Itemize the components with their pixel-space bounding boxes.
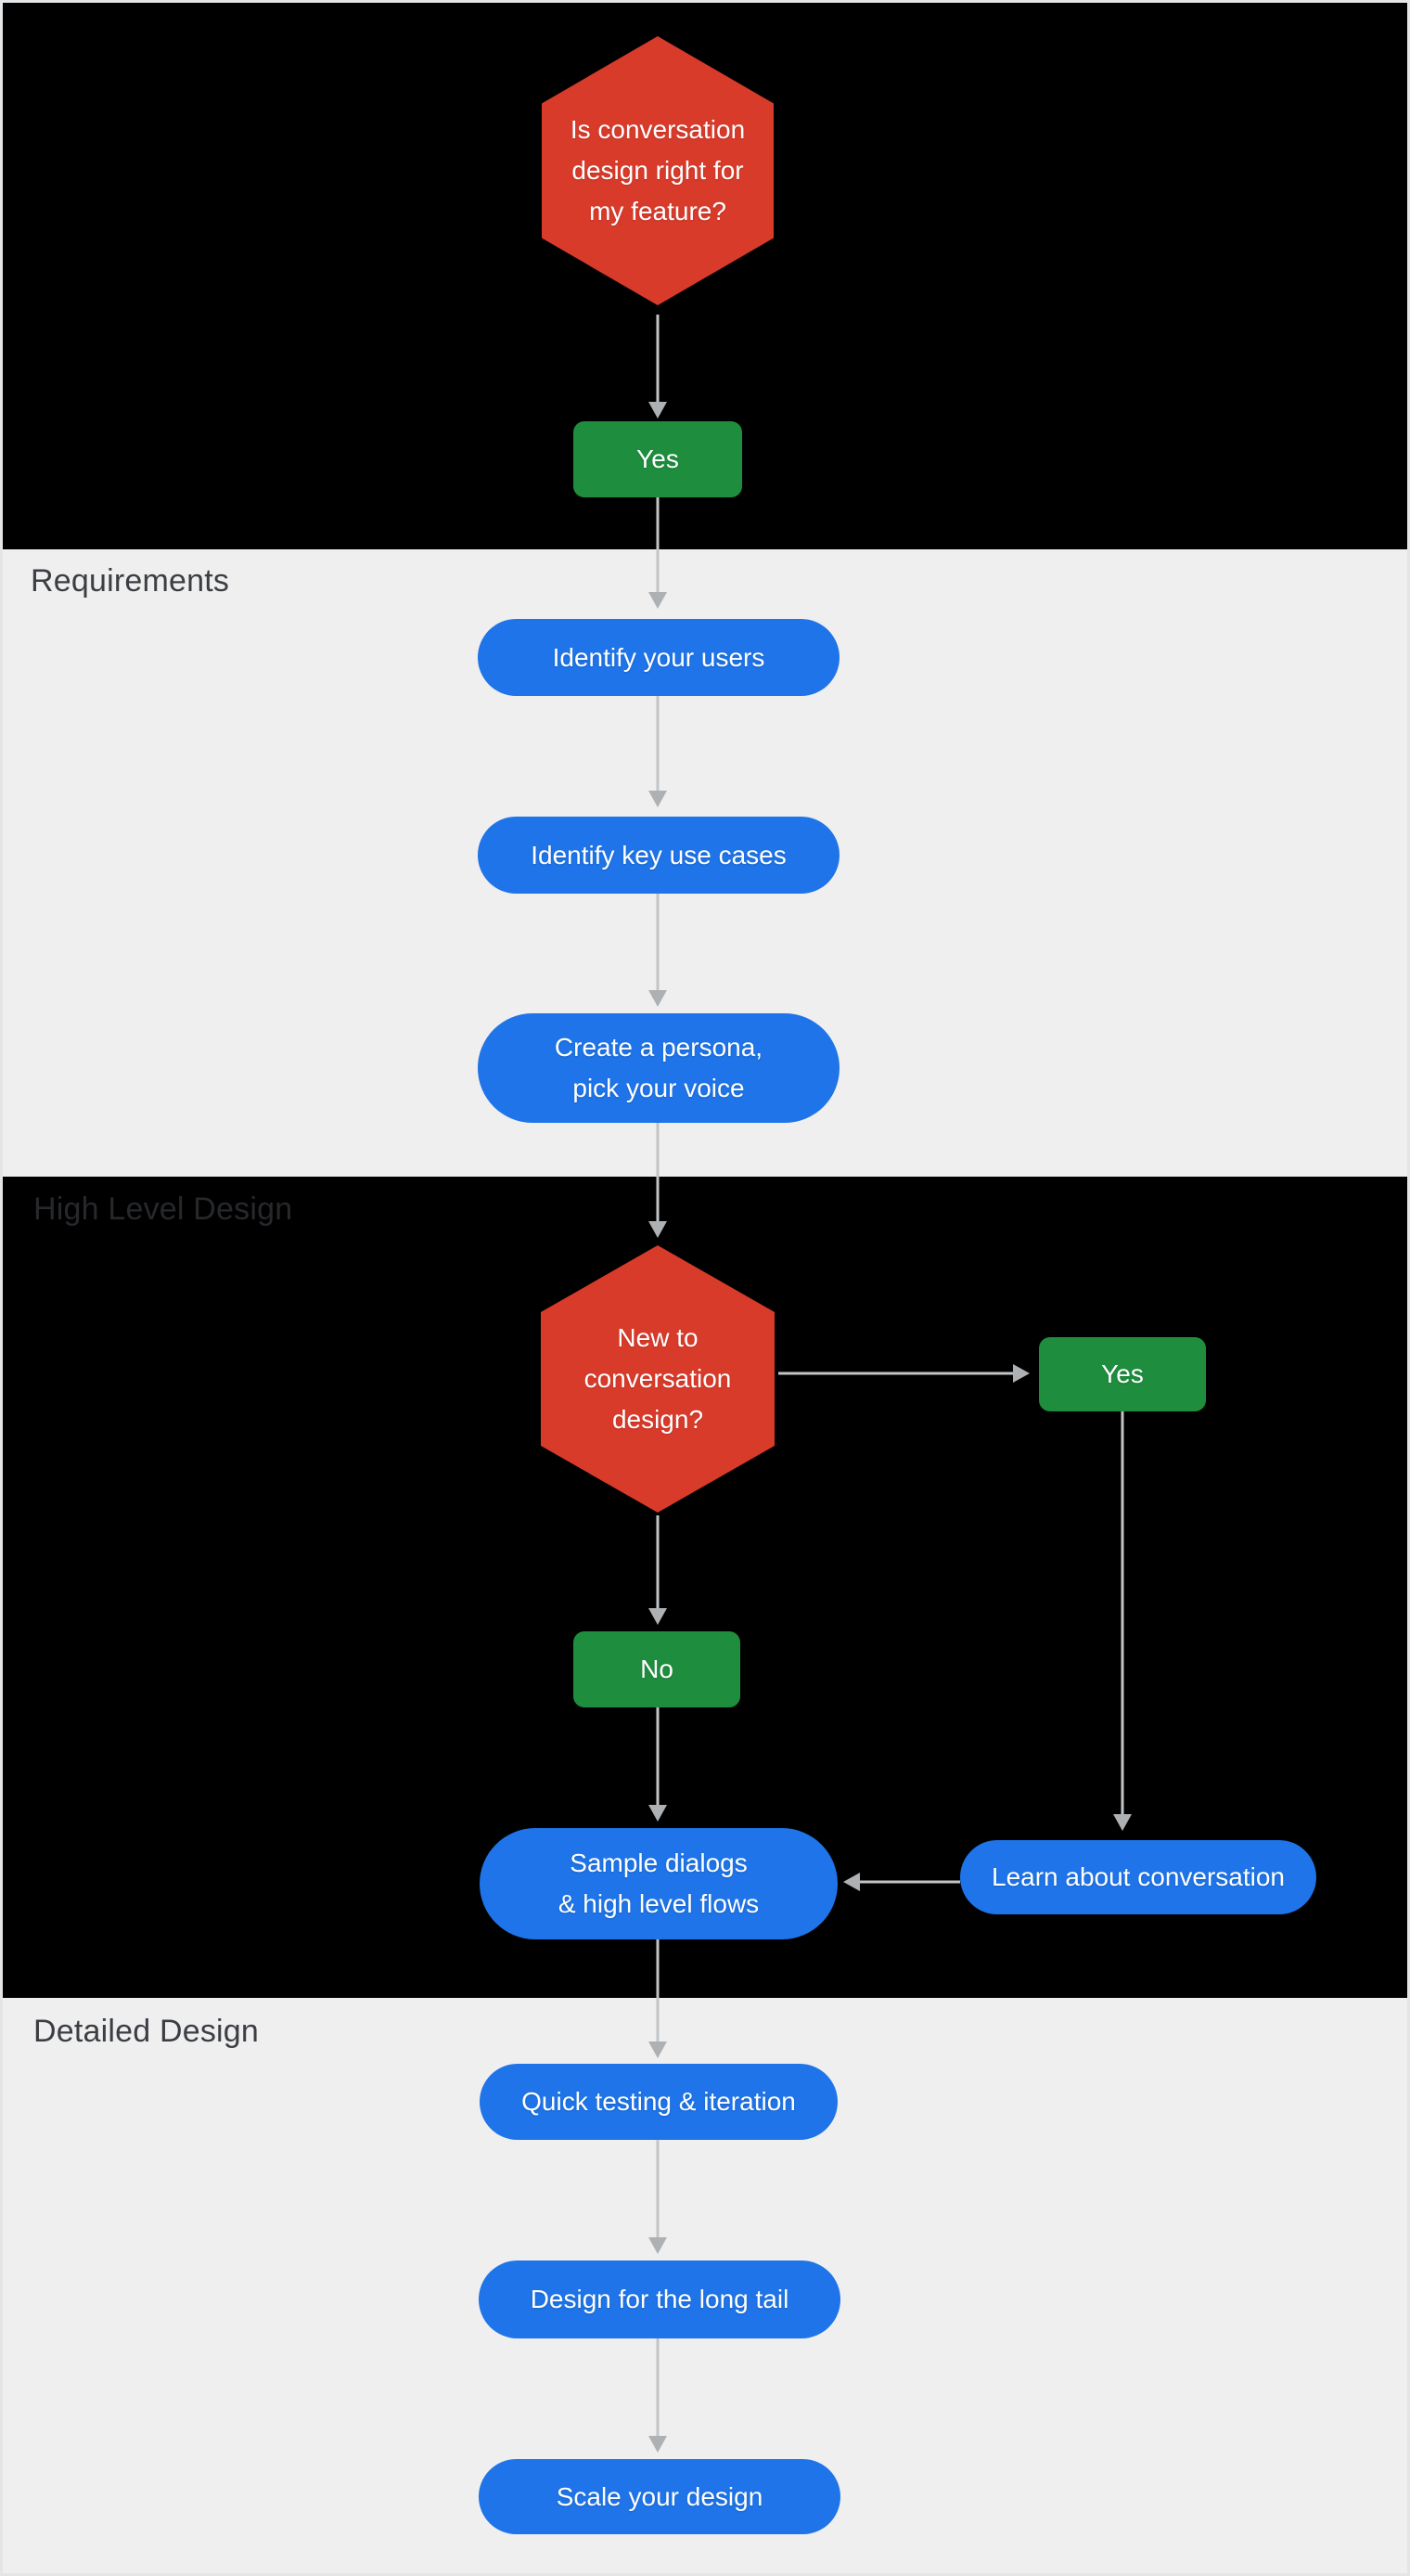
step-label: Learn about conversation [992,1862,1285,1891]
step-label: Design for the long tail [530,2285,789,2313]
yes-label: Yes [1101,1359,1144,1388]
step-learn-about-conversation: Learn about conversation [960,1840,1316,1914]
arrow-yes-to-learn [1113,1411,1132,1831]
step-line: pick your voice [572,1074,745,1102]
decision-new-to-conversation-design: New to conversation design? [541,1245,775,1513]
arrow-line [656,315,660,406]
step-line: Sample dialogs [570,1848,748,1877]
no-button: No [573,1631,740,1707]
arrow-down-icon [648,2436,667,2453]
decision-line: conversation [583,1364,732,1393]
step-line: & high level flows [558,1889,760,1918]
arrow-down-icon [648,592,667,609]
section-label-high-level-design: High Level Design [33,1191,293,1227]
decision-line: New to [617,1323,699,1352]
arrow-yes-to-identify-users [648,497,667,609]
arrow-left-icon [843,1873,860,1891]
arrow-line [858,1880,960,1884]
step-sample-dialogs-high-level-flows: Sample dialogs & high level flows [480,1828,838,1939]
arrow-line [656,894,660,994]
step-quick-testing-iteration: Quick testing & iteration [480,2064,838,2140]
step-line: Create a persona, [554,1033,763,1062]
arrow-use-cases-to-persona [648,894,667,1007]
step-label: Identify key use cases [531,840,787,869]
arrow-users-to-use-cases [648,696,667,807]
arrow-right-icon [1013,1364,1030,1383]
arrow-line [656,2338,660,2440]
decision-line: my feature? [589,197,726,225]
arrow-line [656,1707,660,1809]
arrow-sample-to-quick-testing [648,1939,667,2058]
step-scale-your-design: Scale your design [479,2459,840,2534]
decision-line: design right for [571,156,744,185]
step-design-for-long-tail: Design for the long tail [479,2260,840,2338]
arrow-quick-to-long-tail [648,2140,667,2254]
arrow-line [1121,1411,1124,1818]
arrow-down-icon [648,791,667,807]
arrow-down-icon [648,402,667,419]
arrow-down-icon [648,990,667,1007]
decision-line: design? [611,1405,704,1434]
arrow-line [656,696,660,794]
step-label: Identify your users [552,642,765,672]
arrow-line [656,497,660,596]
arrow-down-icon [648,2237,667,2254]
arrow-line [656,2140,660,2241]
section-label-requirements: Requirements [31,563,230,599]
decision-line: Is conversation [570,115,746,144]
step-label: Scale your design [556,2481,763,2511]
arrow-down-icon [648,2041,667,2058]
step-identify-key-use-cases: Identify key use cases [478,817,840,894]
decision-is-conversation-design-right: Is conversation design right for my feat… [542,36,774,305]
arrow-line [778,1372,1015,1375]
section-label-detailed-design: Detailed Design [33,2014,260,2049]
step-create-persona-pick-voice: Create a persona, pick your voice [478,1013,840,1123]
arrow-learn-to-sample-dialogs [843,1873,960,1891]
yes-button-new: Yes [1039,1337,1206,1411]
arrow-line [656,1515,660,1612]
step-identify-your-users: Identify your users [478,619,840,696]
yes-label: Yes [636,444,679,473]
arrow-down-icon [648,1608,667,1625]
arrow-no-to-sample-dialogs [648,1707,667,1822]
arrow-decision2-to-yes [778,1364,1030,1383]
arrow-down-icon [648,1221,667,1238]
step-label: Quick testing & iteration [521,2087,796,2116]
arrow-long-tail-to-scale [648,2338,667,2453]
yes-button-start: Yes [573,421,742,497]
arrow-decision1-to-yes [648,315,667,419]
arrow-decision2-to-no [648,1515,667,1625]
arrow-down-icon [1113,1814,1132,1831]
arrow-down-icon [648,1805,667,1822]
arrow-persona-to-decision2 [648,1123,667,1238]
arrow-line [656,1123,660,1225]
arrow-line [656,1939,660,2045]
no-label: No [640,1655,673,1683]
